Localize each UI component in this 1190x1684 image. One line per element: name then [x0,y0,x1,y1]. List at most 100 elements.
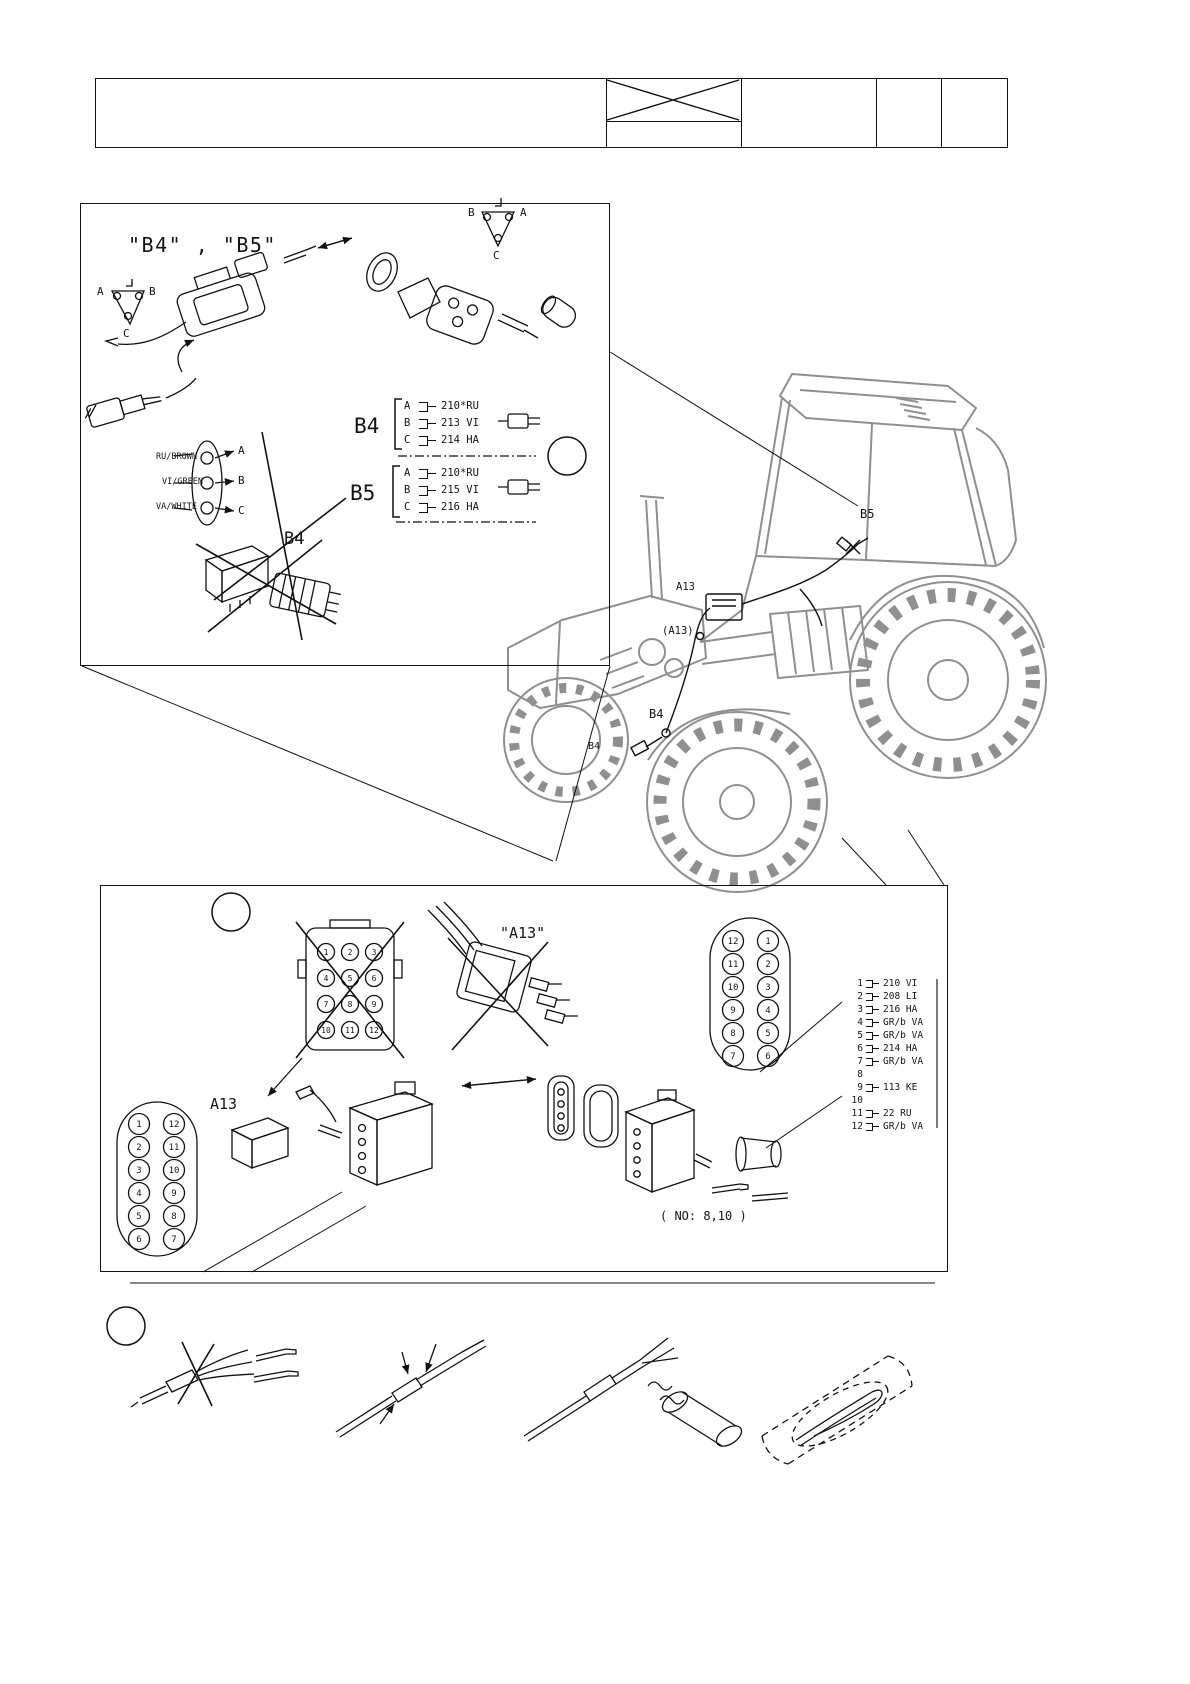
pin-number: 8 [857,1068,863,1080]
pin-number: 7 [857,1055,863,1067]
wire-code: 214 HA [441,434,479,446]
right-conn-pin: 8 [730,1029,735,1039]
module-drawing [230,1085,343,1170]
plug-icon [419,468,437,479]
left-conn-pin: 6 [136,1235,141,1245]
wire-code: 210*RU [441,400,479,412]
crossed-component-label: B4 [284,529,305,549]
pin-triangle-left [110,279,145,326]
solder-shrink [523,1337,743,1447]
round-connector-left [116,1101,198,1257]
pin-letter: A [404,467,411,479]
pin-letter: A [404,400,411,412]
pin-number: 2 [857,990,863,1002]
wire-code: 213 VI [441,417,479,429]
right-conn-pin: 6 [765,1052,770,1062]
b4-pin-row: C 214 HA [404,434,479,446]
b4-pin-row: A 210*RU [404,400,479,412]
plug-icon [866,979,880,988]
right-conn-pin: 11 [728,960,739,970]
wiring-harness [629,536,869,757]
title-block-cross-icon [606,79,740,121]
wire-color-label: VA/WHITE [156,502,197,512]
wire-code: 210*RU [441,467,479,479]
connector-pin-numbers: 1 2 3 4 5 6 7 8 9 10 11 12 12 11 10 9 8 … [136,937,770,1245]
triangle-pin-label: C [493,249,500,262]
grid-pin: 4 [324,974,329,983]
pin-triangle-right [480,198,516,248]
right-conn-pin: 10 [728,983,739,993]
left-conn-pin: 9 [171,1189,176,1199]
left-conn-pin: 3 [136,1166,141,1176]
pin-letter: C [404,501,411,513]
wire-pin-letter: B [238,474,245,487]
left-connector-label: A13 [210,1095,238,1113]
wire-code: GR/b VA [883,1016,924,1028]
b5-pin-row: B 215 VI [404,484,479,496]
wire-side-connector [173,440,235,526]
wire-code: GR/b VA [883,1029,924,1041]
wire-code: 22 RU [883,1107,912,1119]
plug-icon [419,435,437,446]
title-block-subdivider [606,121,741,122]
right-conn-pin: 2 [765,960,770,970]
pin-number: 1 [857,977,863,989]
step-circle-bottom-panel [211,892,251,932]
b4-b5-table-graphics [392,398,540,523]
a13-pin-row: 7 GR/b VA [846,1055,923,1067]
wire-code: GR/b VA [883,1120,924,1132]
pin-number: 6 [857,1042,863,1054]
wire-color-label: RU/BROWN [156,452,197,462]
triangle-pin-label: A [97,285,104,298]
pin-number: 10 [851,1094,863,1106]
plug-icon [866,992,880,1001]
panel-b4b5 [80,203,610,666]
pin-number: 5 [857,1029,863,1041]
b4-pin-row: B 213 VI [404,417,479,429]
tractor-drawing [503,373,1047,893]
wire-pin-letter: C [238,504,245,517]
b5-pin-row: C 216 HA [404,501,479,513]
wire-code: 216 HA [883,1003,918,1015]
left-conn-pin: 5 [136,1212,141,1222]
pin-letter: B [404,417,411,429]
connector-name-b4: B4 [354,414,380,438]
tractor-label-b5: B5 [860,507,875,521]
panel-b4b5-drawings [84,198,587,641]
round-connector-right [709,917,791,1071]
connector-name-b5: B5 [350,481,376,505]
plug-icon [866,1044,880,1053]
grid-pin: 8 [348,1000,353,1009]
plug-icon [419,502,437,513]
wire-code: 208 LI [883,990,918,1002]
b5-pin-row: A 210*RU [404,467,479,479]
wire-code: 214 HA [883,1042,918,1054]
title-block-divider [876,79,877,147]
triangle-pin-label: A [520,206,527,219]
triangle-pin-label: C [123,327,130,340]
step-circle-strip [106,1306,146,1346]
right-conn-pin: 1 [765,937,770,947]
a13-pin-row: 5 GR/b VA [846,1029,923,1041]
plug-icon [866,1005,880,1014]
loose-pins [253,1348,299,1383]
a13-pin-row: 2 208 LI [846,990,917,1002]
left-conn-pin: 8 [171,1212,176,1222]
pin-number: 3 [857,1003,863,1015]
shrink-tube [661,1391,743,1447]
right-conn-pin: 7 [730,1052,735,1062]
left-conn-pin: 2 [136,1143,141,1153]
center-housing [348,1081,434,1187]
triangle-pin-label: B [468,206,475,219]
step-circle-top [547,436,587,476]
pin-number: 9 [857,1081,863,1093]
panel-a13 [100,885,948,1272]
wire-code: GR/b VA [883,1055,924,1067]
a13-pin-row: 6 214 HA [846,1042,917,1054]
left-conn-pin: 7 [171,1235,176,1245]
plug-icon [866,1109,880,1118]
left-conn-pin: 10 [169,1166,180,1176]
panel-a13-drawings [116,892,938,1257]
